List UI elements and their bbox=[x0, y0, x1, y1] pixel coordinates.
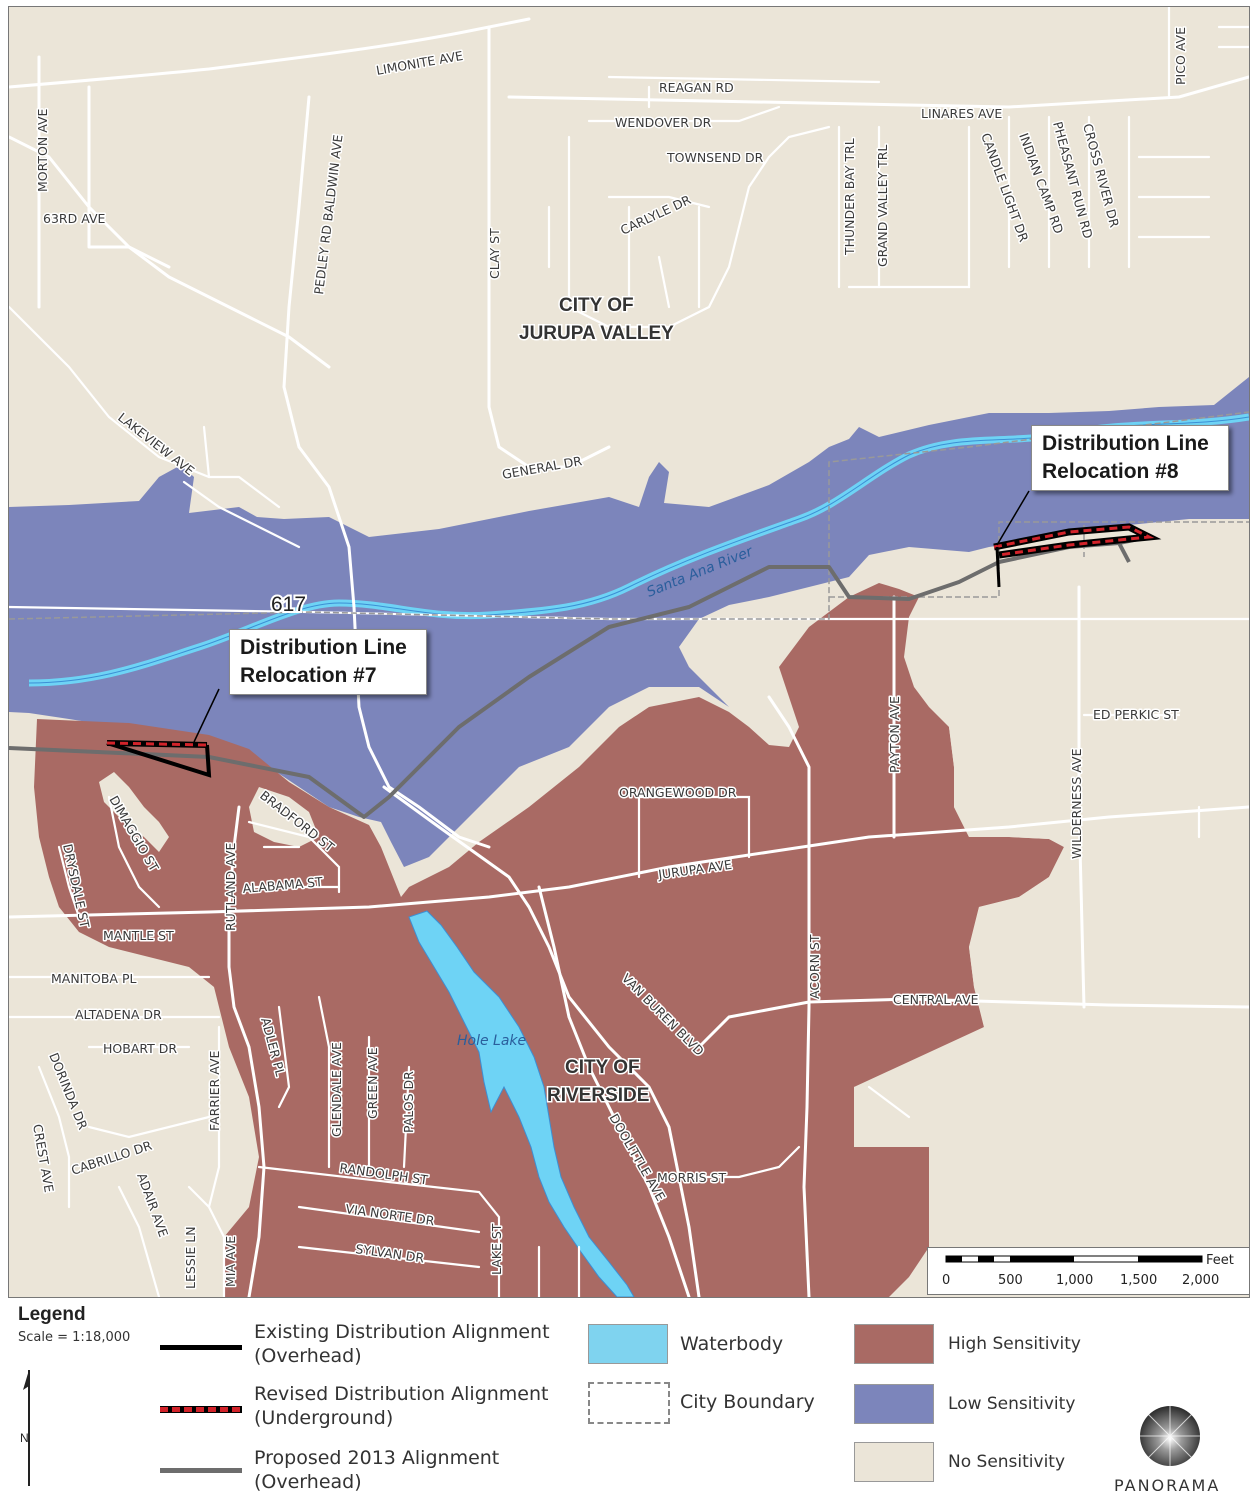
route-617-label: 617 bbox=[271, 593, 306, 616]
no-sensitivity-notch bbox=[99, 772, 169, 852]
roads bbox=[9, 7, 1249, 1297]
legend-low: Low Sensitivity bbox=[948, 1394, 1076, 1414]
street-label: GREEN AVE bbox=[365, 1047, 380, 1119]
legend-scale: Scale = 1:18,000 bbox=[18, 1330, 131, 1345]
city-jurupa-line1: CITY OF bbox=[559, 295, 634, 316]
street-label: LAKE ST bbox=[489, 1223, 504, 1275]
panorama-logo-icon bbox=[1140, 1406, 1200, 1466]
street-label: WENDOVER DR bbox=[615, 115, 712, 130]
street-label: ALTADENA DR bbox=[75, 1007, 162, 1022]
callout-7-line1: Distribution Line bbox=[240, 636, 407, 659]
hole-lake[interactable] bbox=[408, 910, 635, 1297]
relocation-7-lines bbox=[106, 740, 212, 778]
low-sensitivity-swatch bbox=[854, 1384, 934, 1424]
city-riverside-line1: CITY OF bbox=[565, 1057, 640, 1078]
north-arrow-icon: N bbox=[20, 1370, 30, 1486]
legend-waterbody: Waterbody bbox=[680, 1333, 784, 1355]
street-label: HOBART DR bbox=[103, 1041, 177, 1056]
revised-line-swatch bbox=[160, 1406, 242, 1413]
legend-revised-line2: (Underground) bbox=[254, 1407, 394, 1429]
scale-tick: 1,500 bbox=[1120, 1273, 1157, 1288]
scale-tick: 500 bbox=[998, 1273, 1023, 1288]
street-label: MANTLE ST bbox=[103, 928, 174, 943]
legend-high: High Sensitivity bbox=[948, 1334, 1081, 1354]
city-riverside-line2: RIVERSIDE bbox=[547, 1085, 649, 1106]
map-canvas: 617 Santa Ana River Hole Lake CITY OF JU… bbox=[9, 7, 1249, 1297]
street-label: ORANGEWOOD DR bbox=[619, 785, 737, 800]
callout-relocation-8[interactable]: Distribution Line Relocation #8 bbox=[1031, 425, 1229, 491]
scale-tick: 1,000 bbox=[1056, 1273, 1093, 1288]
street-label: 63RD AVE bbox=[43, 211, 105, 226]
street-label: THUNDER BAY TRL bbox=[842, 138, 857, 256]
no-sensitivity-notch-2 bbox=[249, 787, 319, 847]
existing-line-swatch bbox=[160, 1345, 242, 1350]
street-label: GRAND VALLEY TRL bbox=[875, 145, 890, 267]
street-label: RUTLAND AVE bbox=[223, 842, 238, 931]
lake-label: Hole Lake bbox=[457, 1033, 526, 1049]
proposed-line-swatch bbox=[160, 1468, 242, 1473]
street-label: ED PERKIC ST bbox=[1093, 707, 1179, 722]
legend-proposed-line2: (Overhead) bbox=[254, 1471, 362, 1493]
legend-existing-line2: (Overhead) bbox=[254, 1345, 362, 1367]
legend-title: Legend bbox=[18, 1304, 86, 1325]
street-label: LESSIE LN bbox=[183, 1226, 198, 1289]
street-label: MANITOBA PL bbox=[51, 971, 136, 986]
legend-revised: Revised Distribution Alignment (Undergro… bbox=[254, 1382, 548, 1430]
street-label: ACORN ST bbox=[807, 934, 822, 999]
callout-7-leader bbox=[193, 688, 220, 743]
street-label: PALOS DR bbox=[401, 1071, 416, 1133]
no-sensitivity-east bbox=[854, 597, 1249, 1297]
scale-bar: Feet 0 500 1,000 1,500 2,000 bbox=[927, 1247, 1249, 1295]
legend-none: No Sensitivity bbox=[948, 1452, 1066, 1472]
callout-7-line2: Relocation #7 bbox=[240, 664, 377, 687]
legend-existing: Existing Distribution Alignment (Overhea… bbox=[254, 1320, 550, 1368]
scale-bar-graphic: Feet 0 500 1,000 1,500 2,000 bbox=[942, 1253, 1234, 1288]
legend-existing-line1: Existing Distribution Alignment bbox=[254, 1321, 550, 1343]
street-label: MORTON AVE bbox=[35, 108, 50, 192]
callout-8-line2: Relocation #8 bbox=[1042, 460, 1179, 483]
north-label: N bbox=[20, 1431, 29, 1445]
street-label: PICO AVE bbox=[1173, 27, 1188, 85]
legend-proposed: Proposed 2013 Alignment (Overhead) bbox=[254, 1446, 499, 1494]
city-jurupa-line2: JURUPA VALLEY bbox=[519, 323, 674, 344]
panorama-logo-text: PANORAMA bbox=[1114, 1476, 1221, 1495]
legend-proposed-line1: Proposed 2013 Alignment bbox=[254, 1447, 500, 1469]
street-label: PAYTON AVE bbox=[887, 696, 902, 773]
no-sensitivity-swatch bbox=[854, 1442, 934, 1482]
street-label: FARRIER AVE bbox=[207, 1050, 222, 1131]
legend-revised-line1: Revised Distribution Alignment bbox=[254, 1383, 549, 1405]
waterbody-swatch bbox=[588, 1324, 668, 1364]
legend-panel: Legend Scale = 1:18,000 N Existing Distr… bbox=[8, 1298, 1248, 1498]
street-label: TOWNSEND DR bbox=[666, 150, 764, 165]
map-frame[interactable]: 617 Santa Ana River Hole Lake CITY OF JU… bbox=[8, 6, 1250, 1298]
city-boundary-line bbox=[9, 411, 1249, 620]
street-label: MIA AVE bbox=[223, 1236, 238, 1287]
callout-8-leader bbox=[996, 490, 1030, 546]
street-label: GLENDALE AVE bbox=[329, 1042, 344, 1137]
scale-tick: 0 bbox=[942, 1273, 950, 1288]
street-label: MORRIS ST bbox=[657, 1170, 727, 1185]
street-label: REAGAN RD bbox=[659, 80, 734, 95]
high-sensitivity-swatch bbox=[854, 1324, 934, 1364]
callout-8-line1: Distribution Line bbox=[1042, 432, 1209, 455]
street-label: LINARES AVE bbox=[921, 106, 1002, 121]
street-label: CENTRAL AVE bbox=[893, 992, 979, 1007]
scale-unit: Feet bbox=[1206, 1253, 1234, 1268]
street-label: WILDERNESS AVE bbox=[1069, 748, 1084, 859]
city-boundary-swatch bbox=[588, 1382, 670, 1424]
street-label: CLAY ST bbox=[487, 228, 502, 279]
legend-city-boundary: City Boundary bbox=[680, 1391, 815, 1413]
relocation-8-lines bbox=[993, 523, 1162, 588]
scale-tick: 2,000 bbox=[1182, 1273, 1219, 1288]
callout-relocation-7[interactable]: Distribution Line Relocation #7 bbox=[229, 629, 427, 695]
